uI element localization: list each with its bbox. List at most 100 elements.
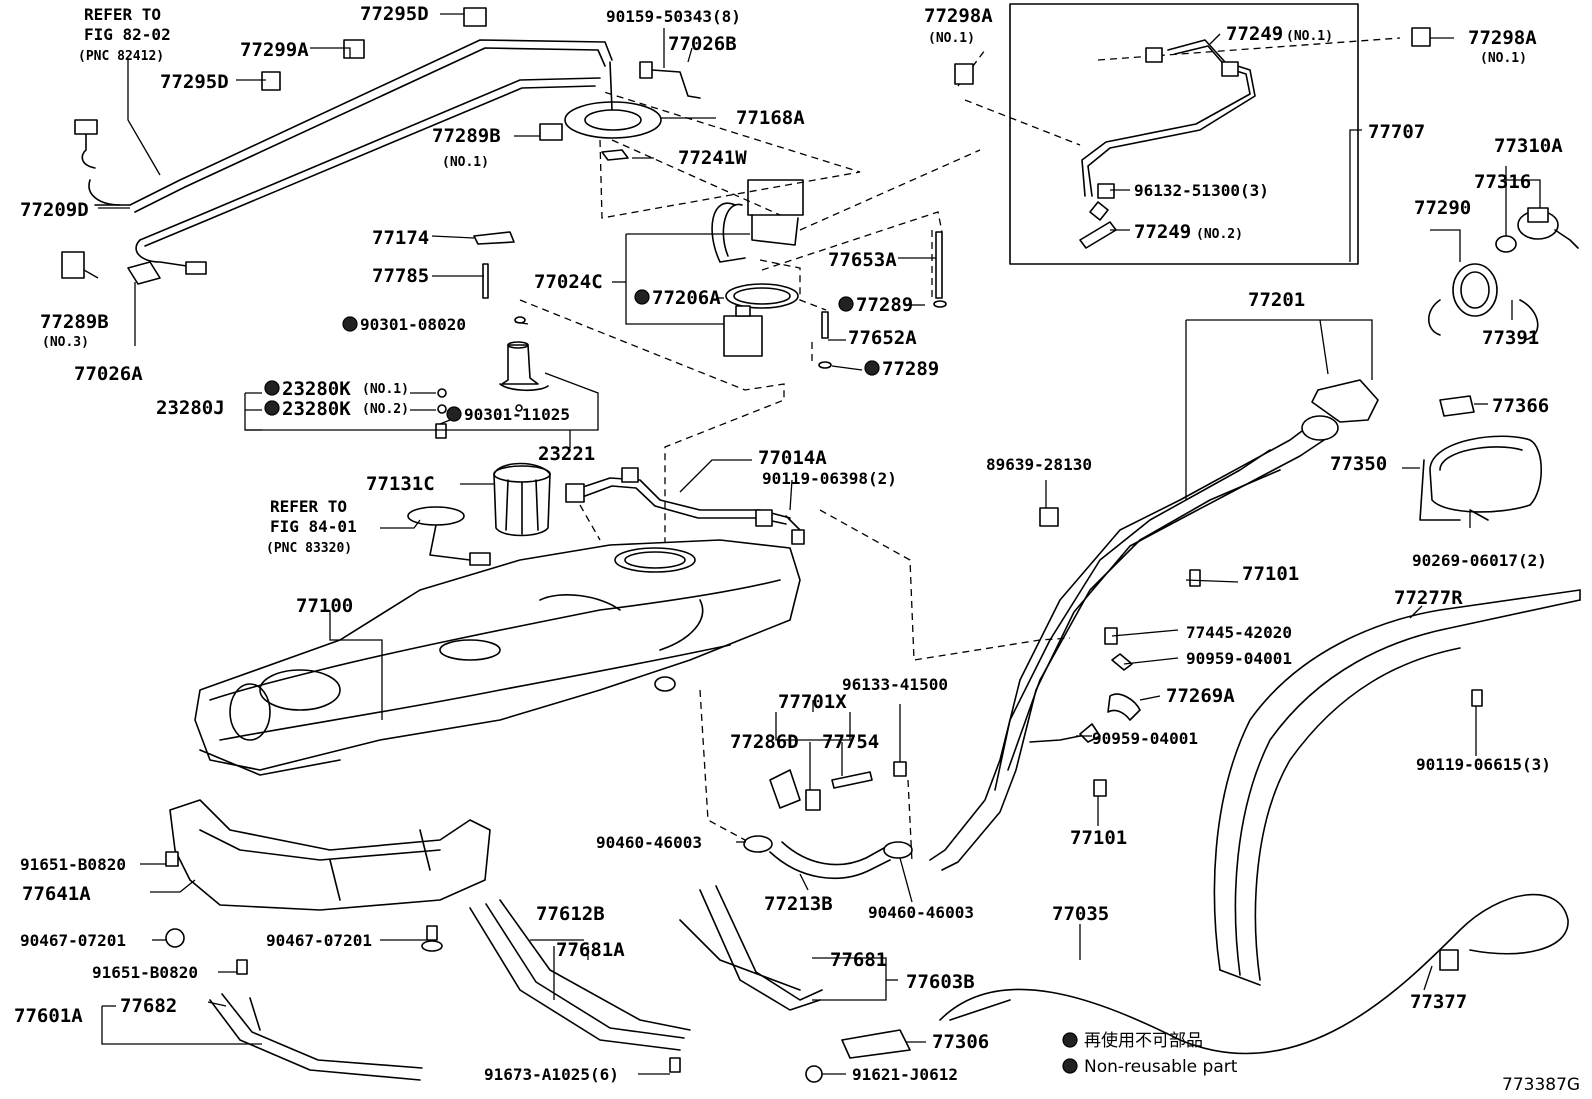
part-label-77310A: 77310A (1494, 135, 1563, 157)
part-label-90467-07201-b: 90467-07201 (266, 931, 372, 950)
part-label-77249-no2-sub: (NO.2) (1196, 227, 1243, 242)
fuel-tube-assembly-drawing (74, 39, 613, 275)
part-label-23280K-no2: 23280K (282, 398, 351, 420)
part-label-77249-no1-sub: (NO.1) (1286, 29, 1333, 44)
diagram-id: 773387G (1502, 1075, 1580, 1095)
fuel-tube-77014A-drawing (565, 467, 1071, 661)
part-label-77289B-no1: 77289B (432, 125, 501, 147)
part-label-90119-06615: 90119-06615(3) (1416, 755, 1551, 774)
legend-line-en: Non-reusable part (1084, 1057, 1238, 1077)
refer-note-1-line3: (PNC 82412) (78, 49, 164, 64)
part-label-23280K-no1: 23280K (282, 378, 351, 400)
part-label-77298A-left: 77298A (924, 5, 993, 27)
part-label-77168A: 77168A (736, 107, 805, 129)
part-label-77289B-no1-sub: (NO.1) (442, 155, 489, 170)
part-label-77350: 77350 (1330, 453, 1387, 475)
part-label-91673-A1025: 91673-A1025(6) (484, 1065, 619, 1084)
refer-note-2-line3: (PNC 83320) (266, 541, 352, 556)
part-label-77681: 77681 (830, 949, 887, 971)
part-label-77295D-2: 77295D (160, 71, 229, 93)
fuel-door-drawing (1419, 395, 1542, 521)
non-reusable-marker-icon (634, 289, 650, 305)
fuel-pump-assembly-drawing (435, 61, 947, 439)
refer-note-1-line2: FIG 82-02 (84, 25, 171, 44)
part-label-77754: 77754 (822, 731, 879, 753)
refer-note-1-line1: REFER TO (84, 5, 161, 24)
evap-hose-group-box (1009, 3, 1359, 265)
part-label-77290: 77290 (1414, 197, 1471, 219)
part-label-77277R: 77277R (1394, 587, 1463, 609)
non-reusable-marker-icon (838, 296, 854, 312)
part-label-91651-B0820-a: 91651-B0820 (20, 855, 126, 874)
non-reusable-marker-icon (264, 380, 280, 396)
fuel-filler-pipe-drawing (929, 379, 1379, 871)
sender-gauge-drawing (407, 462, 551, 566)
hose-77701X-drawing (699, 689, 913, 880)
fuel-tank-drawing (194, 539, 801, 776)
fender-liner-drawing (1213, 589, 1581, 986)
part-label-77601A: 77601A (14, 1005, 83, 1027)
part-label-90269-06017: 90269-06017(2) (1412, 551, 1547, 570)
part-label-89639-28130: 89639-28130 (986, 455, 1092, 474)
filler-cap-drawing (1427, 207, 1579, 341)
part-label-77024C: 77024C (534, 271, 603, 293)
part-label-91621-J0612: 91621-J0612 (852, 1065, 958, 1084)
non-reusable-marker-icon (342, 316, 358, 332)
part-label-77209D: 77209D (20, 199, 89, 221)
part-label-77298A-right: 77298A (1468, 27, 1537, 49)
part-label-77366: 77366 (1492, 395, 1549, 417)
part-label-77298A-right-sub: (NO.1) (1480, 51, 1527, 66)
refer-note-2-line1: REFER TO (270, 497, 347, 516)
non-reusable-marker-icon (446, 406, 462, 422)
part-label-77289B-no3-sub: (NO.3) (42, 335, 89, 350)
part-label-77131C: 77131C (366, 473, 435, 495)
part-label-77026B: 77026B (668, 33, 737, 55)
part-label-91651-B0820-b: 91651-B0820 (92, 963, 198, 982)
part-label-77249-no2: 77249 (1134, 221, 1191, 243)
part-label-23280K-no1-sub: (NO.1) (362, 382, 409, 397)
part-label-90301-08020: 90301-08020 (360, 315, 466, 334)
connector-icon (74, 119, 98, 135)
part-label-77316: 77316 (1474, 171, 1531, 193)
part-label-90460-46003-a: 90460-46003 (596, 833, 702, 852)
part-label-90119-06398: 90119-06398(2) (762, 469, 897, 488)
leader-lines (83, 13, 1541, 1075)
part-label-77286D: 77286D (730, 731, 799, 753)
connector-icon (185, 261, 207, 275)
part-label-77269A: 77269A (1166, 685, 1235, 707)
part-label-96132-51300: 96132-51300(3) (1134, 181, 1269, 200)
non-reusable-marker-icon (264, 400, 280, 416)
legend-dot-icon (1062, 1032, 1078, 1048)
refer-note-2-line2: FIG 84-01 (270, 517, 357, 536)
part-label-77213B: 77213B (764, 893, 833, 915)
part-label-77101-b: 77101 (1070, 827, 1127, 849)
part-label-77785: 77785 (372, 265, 429, 287)
part-label-77707: 77707 (1368, 121, 1425, 143)
part-label-90159-50343: 90159-50343(8) (606, 7, 741, 26)
part-label-90467-07201-a: 90467-07201 (20, 931, 126, 950)
part-label-77641A: 77641A (22, 883, 91, 905)
part-label-77014A: 77014A (758, 447, 827, 469)
part-label-77201: 77201 (1248, 289, 1305, 311)
part-label-77035: 77035 (1052, 903, 1109, 925)
part-label-77603B: 77603B (906, 971, 975, 993)
evap-hose-drawing (954, 27, 1431, 249)
part-label-77391: 77391 (1482, 327, 1539, 349)
clip-icons (61, 7, 563, 285)
part-label-77289B-no3: 77289B (40, 311, 109, 333)
part-label-90959-04001-b: 90959-04001 (1092, 729, 1198, 748)
part-label-77377: 77377 (1410, 991, 1467, 1013)
part-label-77101-a: 77101 (1242, 563, 1299, 585)
part-label-90301-11025: 90301-11025 (464, 405, 570, 424)
part-label-23221: 23221 (538, 443, 595, 465)
part-label-90460-46003-b: 90460-46003 (868, 903, 974, 922)
part-label-77652A: 77652A (848, 327, 917, 349)
part-label-77206A: 77206A (652, 287, 721, 309)
part-label-77701X: 77701X (778, 691, 847, 713)
non-reusable-marker-icon (864, 360, 880, 376)
part-label-77174: 77174 (372, 227, 429, 249)
part-label-77289-a: 77289 (856, 294, 913, 316)
tank-protector-drawing (165, 799, 491, 975)
part-label-77249-no1: 77249 (1226, 23, 1283, 45)
